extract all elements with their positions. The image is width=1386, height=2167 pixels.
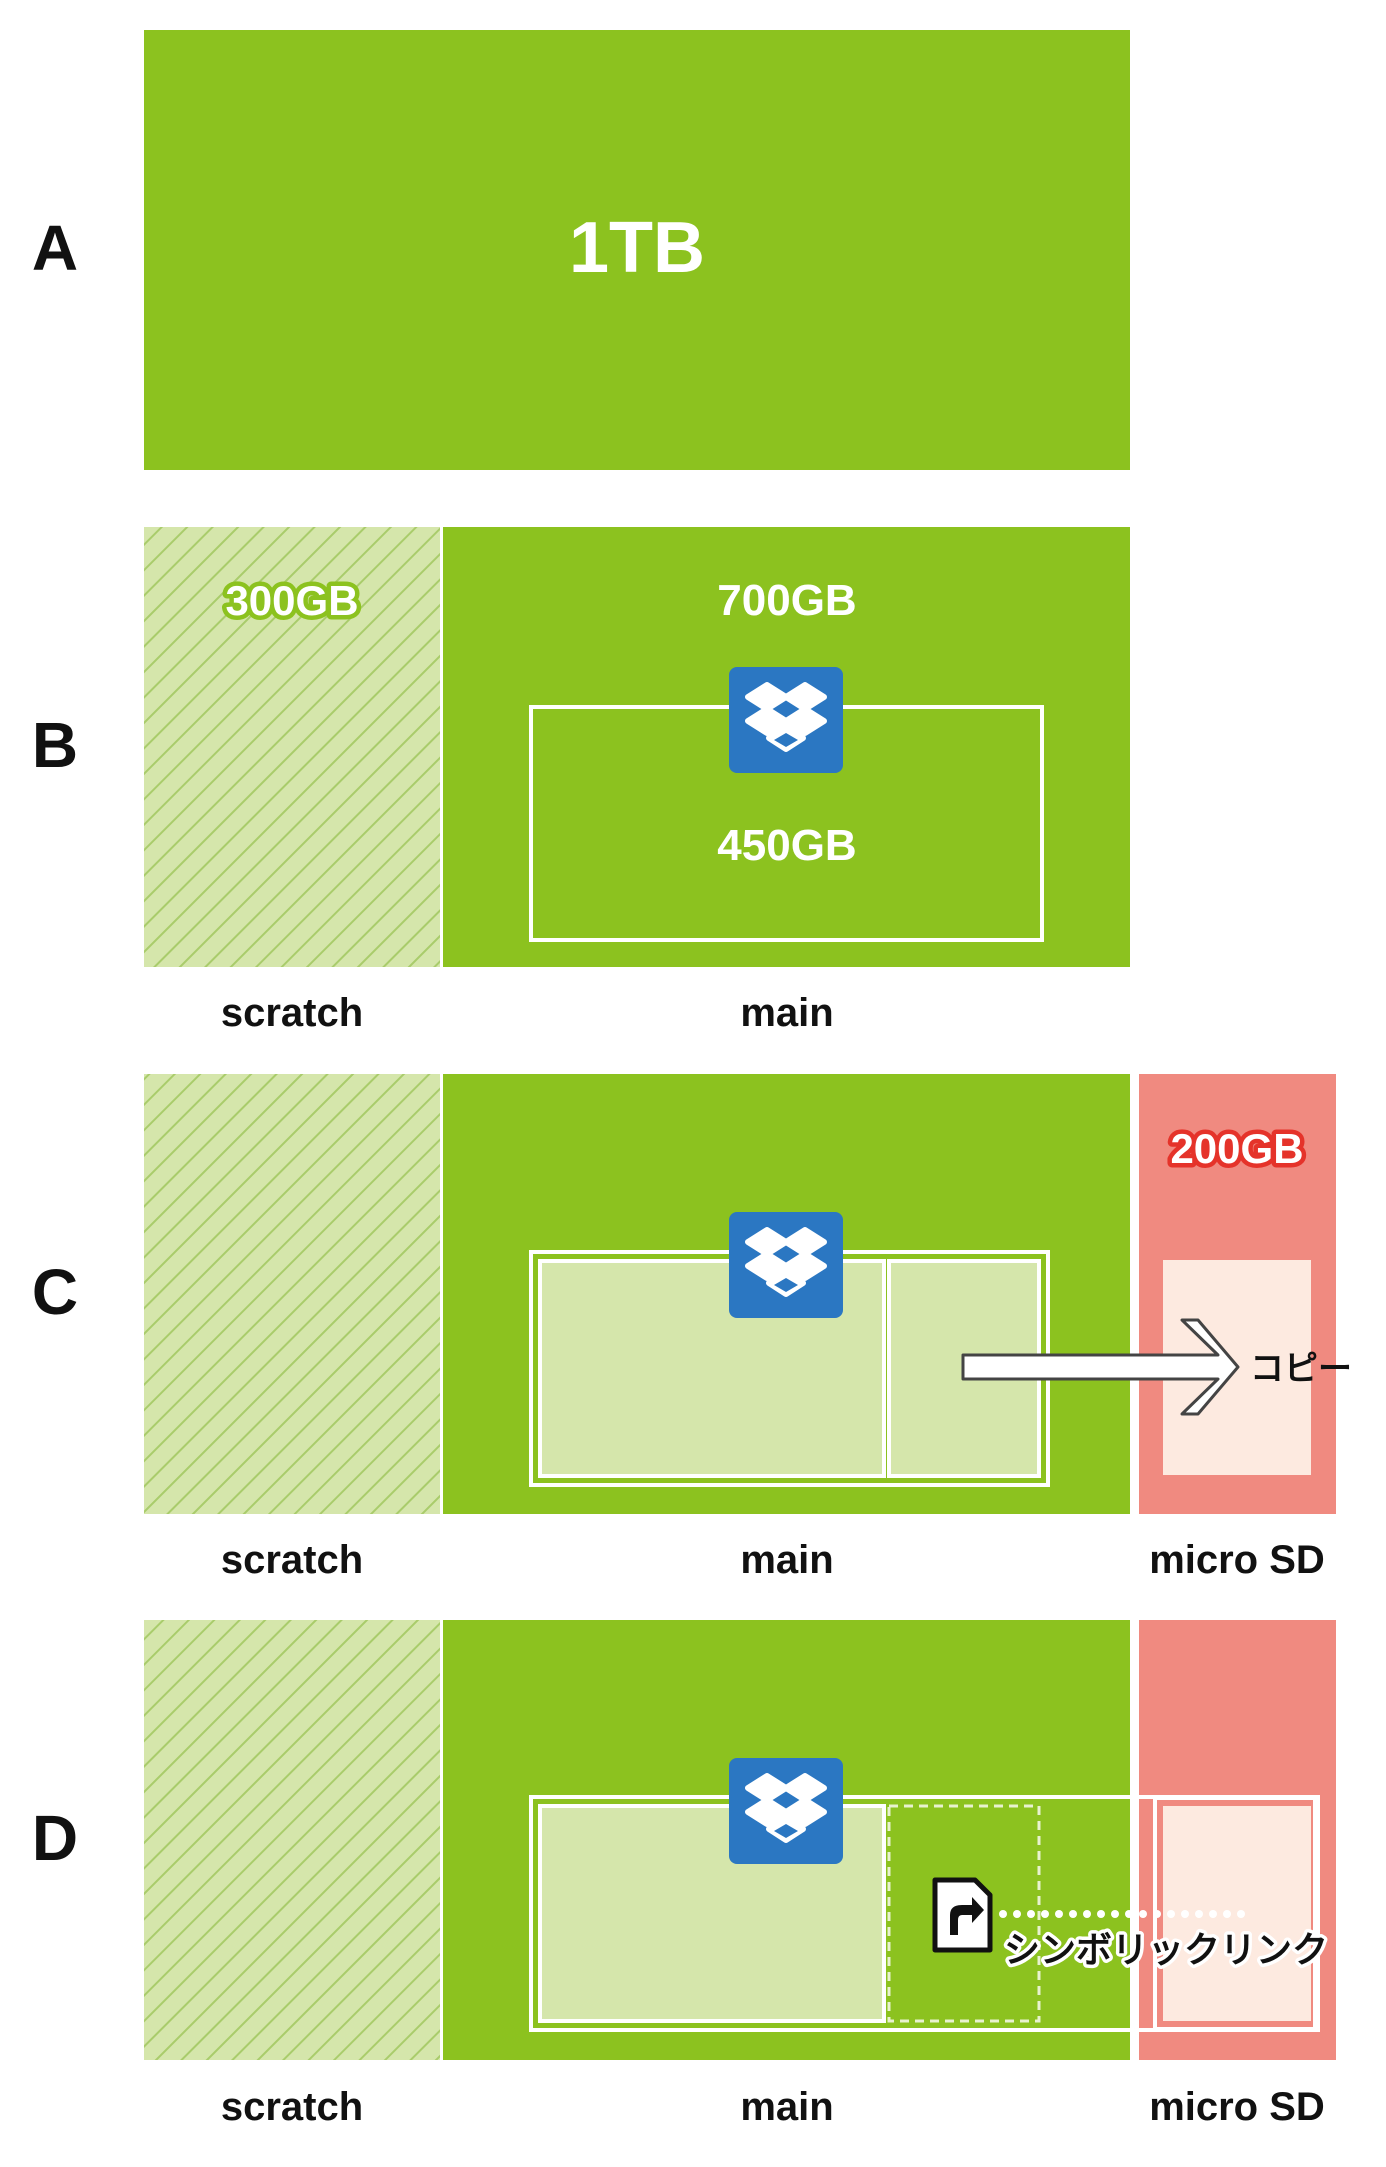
main-label: main <box>740 991 833 1035</box>
main-label: main <box>740 1538 833 1582</box>
dropbox-icon <box>729 1212 843 1318</box>
dropbox-icon <box>729 1758 843 1864</box>
microsd-label: micro SD <box>1149 1538 1325 1582</box>
row-letter-c: C <box>32 1256 78 1328</box>
scratch-label: scratch <box>221 2085 363 2129</box>
main-label: main <box>740 2085 833 2129</box>
scratch-partition <box>144 1620 440 2060</box>
dropbox-size-label: 450GB <box>717 821 856 870</box>
microsd-size-label: 200GB <box>1170 1125 1303 1172</box>
disk-1tb <box>144 30 1130 470</box>
scratch-label: scratch <box>221 991 363 1035</box>
symlink-placeholder-box <box>887 1804 1041 2023</box>
row-letter-d: D <box>32 1802 78 1874</box>
copy-arrow-icon <box>961 1318 1240 1416</box>
symlink-dotted-line <box>999 1910 1245 1918</box>
scratch-size-label: 300GB <box>225 577 358 624</box>
row-letter-b: B <box>32 709 78 781</box>
scratch-partition <box>144 527 440 967</box>
row-letter-a: A <box>32 212 78 284</box>
disk-size-label: 1TB <box>569 208 705 288</box>
copy-label: コピー <box>1250 1350 1352 1388</box>
scratch-label: scratch <box>221 1538 363 1582</box>
dropbox-folder-box-extended <box>529 1795 1320 2032</box>
scratch-partition <box>144 1074 440 1514</box>
microsd-label: micro SD <box>1149 2085 1325 2129</box>
dropbox-icon <box>729 667 843 773</box>
main-size-label: 700GB <box>717 576 856 625</box>
symlink-label: シンボリックリンク <box>1004 1929 1328 1970</box>
symlink-file-icon <box>932 1877 993 1953</box>
